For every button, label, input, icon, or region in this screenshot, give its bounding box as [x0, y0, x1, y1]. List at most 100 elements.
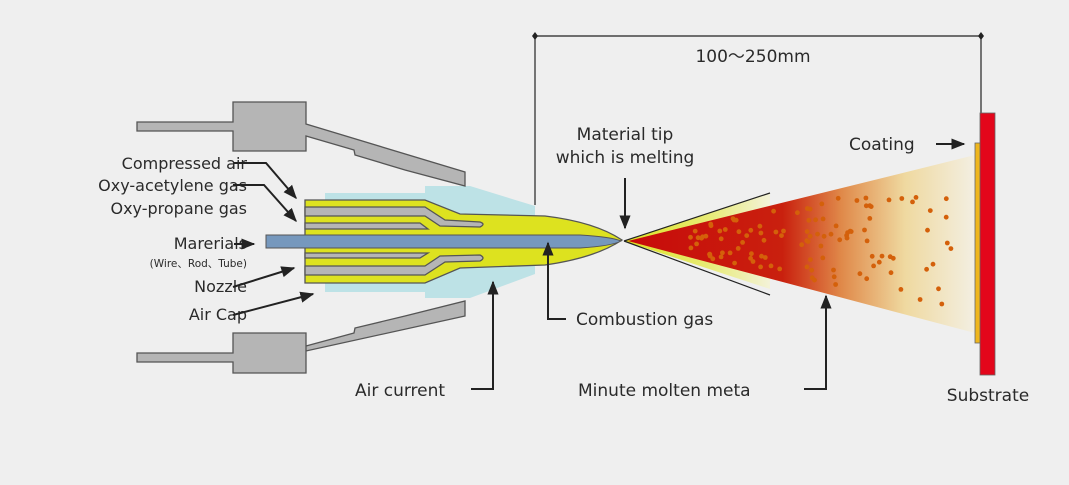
nozzle-gray-lower-1 — [304, 254, 484, 276]
molten-particle — [732, 260, 737, 266]
molten-particle — [718, 236, 724, 242]
molten-particle — [943, 196, 949, 202]
molten-particle — [688, 245, 694, 251]
molten-particle — [736, 229, 742, 235]
molten-particle — [831, 267, 836, 273]
molten-particle — [924, 266, 929, 272]
molten-particle — [720, 250, 725, 256]
molten-particle — [809, 267, 815, 273]
molten-particle — [795, 210, 800, 216]
label-air-cap: Air Cap — [189, 305, 247, 324]
molten-particle — [828, 231, 834, 237]
molten-particle — [707, 251, 712, 257]
molten-particle — [876, 259, 882, 265]
nozzle-gray-lower-2 — [304, 252, 431, 259]
arrow-oxy-acetylene — [233, 184, 297, 223]
molten-particle — [805, 206, 810, 211]
molten-particle — [806, 217, 812, 223]
molten-particle — [820, 216, 826, 222]
label-materials: Marerials — [174, 234, 247, 253]
molten-particle — [777, 266, 783, 272]
molten-particle — [813, 217, 818, 223]
arrow-combustion-gas — [542, 241, 566, 320]
molten-particle — [692, 228, 698, 234]
molten-particle — [758, 230, 764, 236]
nozzle-gray-upper-1 — [304, 206, 484, 228]
arrow-air-current — [471, 280, 499, 390]
molten-particle — [835, 195, 841, 201]
label-oxy-propane: Oxy-propane gas — [110, 199, 247, 218]
molten-particle — [886, 197, 892, 203]
molten-particle — [799, 242, 805, 248]
molten-particle — [818, 243, 824, 249]
molten-particle — [700, 234, 705, 240]
material-rod — [265, 234, 623, 249]
molten-particle — [867, 216, 873, 221]
molten-particle — [773, 229, 779, 235]
molten-particle — [748, 255, 753, 261]
molten-particle — [808, 257, 813, 262]
label-air-current: Air current — [355, 381, 445, 401]
molten-particle — [913, 195, 919, 200]
molten-particle — [927, 208, 933, 214]
spray-gun-body — [136, 101, 466, 374]
molten-particle — [869, 253, 875, 259]
gun-body-top — [136, 101, 466, 187]
molten-particle — [831, 274, 837, 280]
substrate-plate — [979, 112, 996, 376]
label-nozzle: Nozzle — [194, 277, 247, 296]
molten-particle — [710, 256, 716, 262]
molten-particle — [695, 235, 701, 241]
label-minute-molten: Minute molten meta — [578, 381, 751, 401]
molten-particle — [863, 195, 869, 201]
molten-particle — [688, 234, 693, 240]
molten-particle — [917, 297, 923, 302]
label-combustion-gas: Combustion gas — [576, 310, 713, 330]
molten-particle — [771, 208, 776, 214]
molten-particle — [925, 227, 930, 233]
molten-particles — [688, 195, 954, 307]
molten-particle — [821, 233, 827, 239]
arrow-nozzle — [232, 266, 296, 288]
molten-particle — [864, 238, 870, 244]
molten-particle — [815, 231, 820, 237]
molten-particle — [748, 227, 754, 233]
molten-particle — [819, 201, 825, 207]
label-material-tip-line2: which is melting — [556, 148, 695, 168]
molten-particle — [863, 203, 869, 209]
molten-particle — [868, 204, 874, 210]
label-compressed-air: Compressed air — [122, 154, 248, 173]
molten-particle — [943, 214, 949, 220]
molten-particle — [812, 277, 817, 283]
molten-particle — [854, 198, 860, 203]
arrow-air-cap — [232, 291, 315, 316]
molten-particle — [762, 255, 768, 260]
dimension-right-tick — [978, 32, 984, 40]
molten-particle — [727, 250, 733, 256]
molten-particle — [744, 233, 750, 239]
label-oxy-acetylene: Oxy-acetylene gas — [98, 176, 247, 195]
nozzle-gray-upper-2 — [304, 222, 430, 230]
molten-particle — [749, 251, 754, 257]
gun-body-bottom — [136, 300, 466, 374]
left-labels: Compressed air Oxy-acetylene gas Oxy-pro… — [98, 154, 247, 324]
molten-particle — [759, 253, 764, 259]
molten-particle — [781, 228, 786, 234]
molten-particle — [844, 235, 850, 241]
dimension-left-tick — [532, 32, 538, 40]
molten-particle — [820, 255, 826, 261]
distance-dimension: 100～250mm — [532, 32, 984, 205]
molten-particle — [757, 223, 763, 229]
molten-particle — [944, 240, 950, 246]
molten-particle — [847, 228, 853, 234]
molten-particle — [804, 264, 810, 270]
label-coating: Coating — [849, 135, 915, 155]
molten-particle — [804, 238, 810, 244]
molten-particle — [758, 264, 763, 270]
molten-particle — [807, 233, 813, 239]
molten-particle — [939, 301, 945, 307]
molten-particle — [910, 199, 915, 205]
molten-particle — [740, 240, 745, 245]
molten-particle — [779, 233, 784, 239]
molten-particle — [730, 216, 736, 222]
